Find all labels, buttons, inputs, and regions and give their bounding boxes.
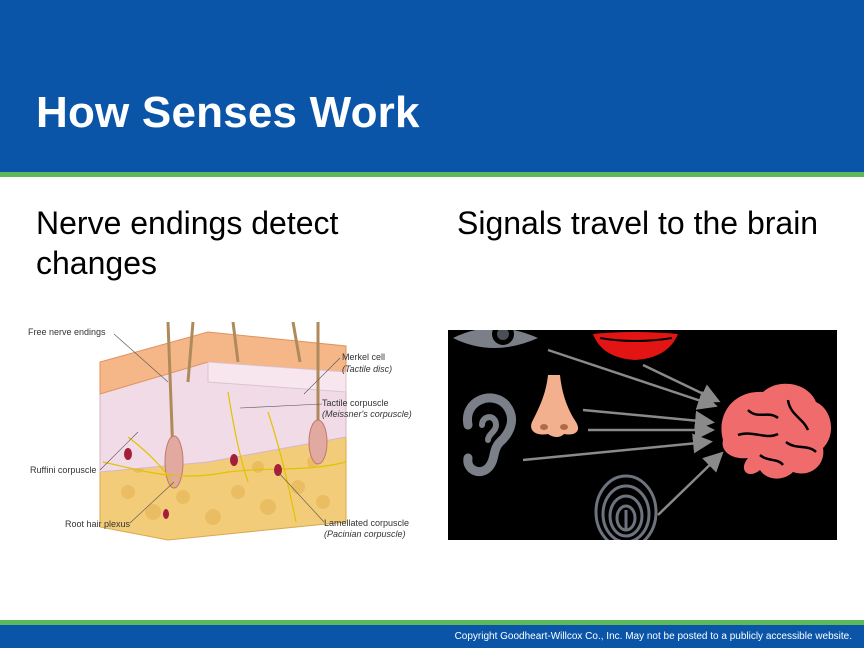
label-tactile-corpuscle: Tactile corpuscle (322, 398, 389, 408)
senses-to-brain-image (448, 330, 837, 540)
signal-arrows (522, 348, 724, 516)
footer-accent-stripe (0, 620, 864, 625)
skin-receptor-diagram: Free nerve endings Merkel cell (Tactile … (28, 322, 428, 547)
label-free-nerve-endings: Free nerve endings (28, 327, 106, 337)
ear-icon (463, 393, 516, 477)
right-caption: Signals travel to the brain (457, 205, 819, 241)
fingerprint-icon (594, 474, 658, 540)
label-lamellated-corpuscle-alt: (Pacinian corpuscle) (324, 529, 406, 539)
header-bar: How Senses Work (0, 0, 864, 172)
slide-title: How Senses Work (36, 88, 420, 137)
label-merkel-cell: Merkel cell (342, 352, 386, 362)
eye-icon (453, 330, 538, 348)
lips-icon (593, 332, 678, 360)
header-accent-stripe (0, 172, 864, 177)
left-caption: Nerve endings detect changes (36, 205, 339, 281)
copyright-notice: Copyright Goodheart-Willcox Co., Inc. Ma… (454, 631, 852, 642)
nose-icon (531, 375, 579, 437)
label-lamellated-corpuscle: Lamellated corpuscle (324, 518, 410, 528)
footer-bar: Copyright Goodheart-Willcox Co., Inc. Ma… (0, 625, 864, 648)
label-ruffini-corpuscle: Ruffini corpuscle (30, 465, 97, 475)
brain-icon (721, 383, 832, 479)
label-tactile-corpuscle-alt: (Meissner's corpuscle) (322, 409, 412, 419)
label-merkel-cell-alt: (Tactile disc) (342, 364, 393, 374)
skin-diagram-art (99, 322, 347, 541)
label-root-hair-plexus: Root hair plexus (65, 519, 131, 529)
